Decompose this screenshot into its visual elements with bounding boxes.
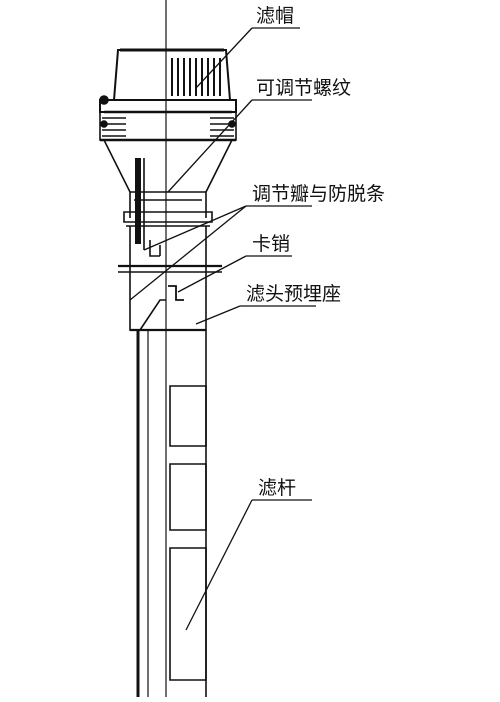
label-filter-cap: 滤帽 bbox=[256, 5, 294, 27]
embedded-seat-shape bbox=[130, 285, 206, 332]
leader-filter-cap bbox=[195, 27, 253, 89]
flange-shape bbox=[118, 226, 222, 331]
leader-lines bbox=[129, 27, 316, 631]
label-embedded-seat: 滤头预埋座 bbox=[246, 283, 341, 305]
leader-flap-1 bbox=[129, 205, 247, 301]
filter-rod-shape bbox=[136, 330, 207, 697]
label-adjustable-thread: 可调节螺纹 bbox=[256, 77, 351, 99]
label-clip-pin: 卡销 bbox=[252, 233, 290, 255]
leader-flap-2 bbox=[143, 205, 247, 251]
leader-thread bbox=[167, 99, 253, 193]
leader-embedded-seat bbox=[195, 305, 241, 325]
conical-body-shape bbox=[100, 138, 236, 250]
label-adjusting-flap: 调节瓣与防脱条 bbox=[252, 183, 385, 205]
label-filter-rod: 滤杆 bbox=[258, 477, 296, 499]
leader-filter-rod bbox=[185, 499, 253, 631]
leader-clip-pin bbox=[177, 255, 247, 293]
filter-cap-shape bbox=[99, 48, 237, 141]
